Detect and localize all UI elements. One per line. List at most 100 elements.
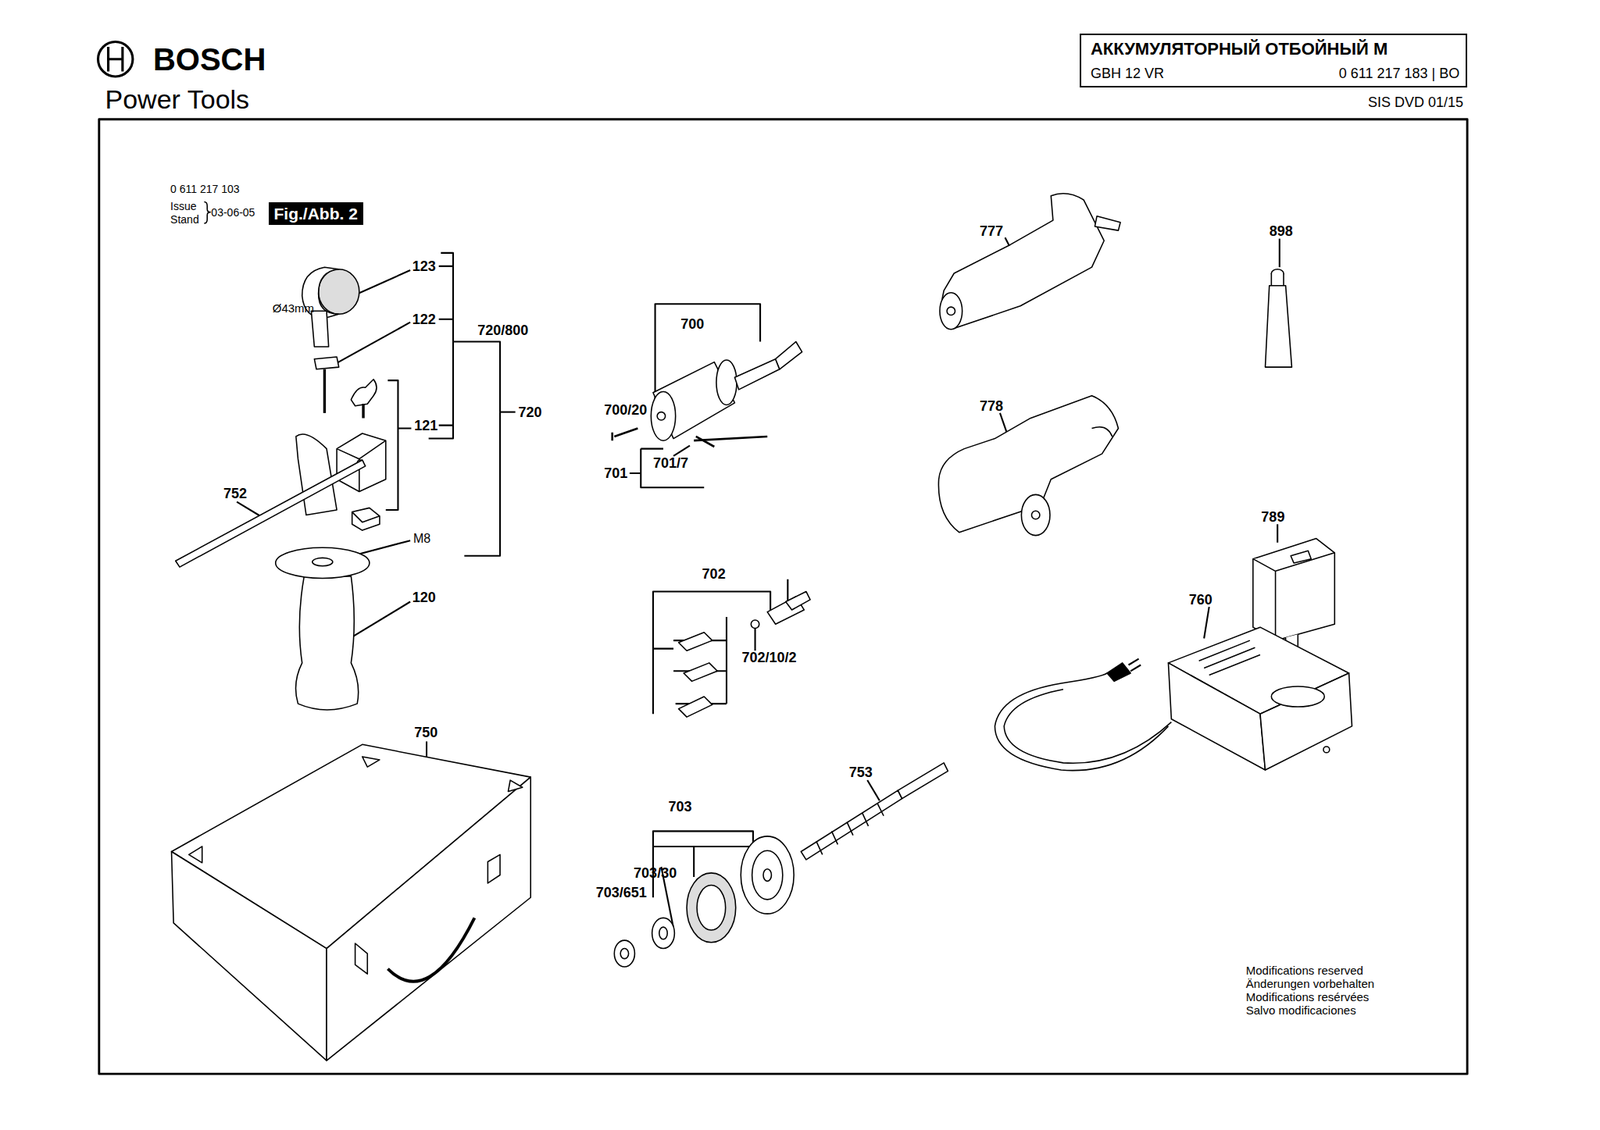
rings-703-part [614,940,635,968]
chuck-700-part [612,428,639,442]
note-text: Änderungen vorbehalten [1246,978,1375,990]
brackets-leaders-part [1276,524,1279,543]
callout-number: 701 [603,466,628,481]
screw-122-part [314,357,339,370]
bits-702-part [750,620,759,629]
grease-tube-898 [1265,269,1293,368]
callout-number: 700 [680,317,704,332]
rings-703-part [763,869,772,883]
callout-number: 789 [1260,510,1285,525]
angle-head-777-part [1094,216,1121,231]
brackets-leaders-part [1203,607,1210,639]
callout-number: 703/30 [633,866,677,881]
handle-120-part [312,557,333,566]
handle-120 [275,547,370,711]
callout-number: 700/20 [603,403,647,418]
mains-cable [994,659,1172,772]
chuck-700-part [650,391,675,441]
brackets-leaders-part [385,380,412,511]
mains-cable-part [1003,689,1172,764]
bosch-logo-part [98,42,133,77]
charger-760-part [1199,640,1261,675]
screw-122-part [361,403,365,418]
rings-703-part [620,949,629,960]
angle-head-777-part [946,307,955,315]
holder-121-part [352,507,380,531]
figure-text: Fig./Abb. 2 [274,204,358,223]
callout-number: 760 [1189,592,1213,608]
charger-760-part [1260,673,1353,771]
rings-703-part [652,917,675,949]
callout-number: 123 [412,259,436,274]
charger-760 [1167,627,1352,771]
stand-label: Stand [170,214,200,225]
brackets-leaders-part [673,446,690,457]
brackets-leaders-part [353,270,411,297]
bits-702-part [678,632,713,652]
rings-703-part [686,873,736,943]
rings-703-part [659,927,668,940]
callout-number: 703 [668,800,693,815]
angle-head-777-part [941,193,1104,329]
angle-head-778-part [1021,494,1050,536]
handle-120-part [275,547,370,579]
drill-bit-753-part [800,790,902,861]
angle-head-778-part [1031,510,1040,519]
callout-number: 753 [849,765,873,780]
chuck-700-part [734,359,779,390]
title-text: АККУМУЛЯТОРНЫЙ ОТБОЙНЫЙ М [1090,40,1388,58]
mains-cable-part [994,673,1168,772]
rings-703-part [696,885,726,931]
callout-number: 778 [979,399,1004,414]
frame [99,119,1468,1075]
brand-subtitle: Power Tools [105,85,250,113]
brackets-leaders-part [428,253,454,440]
callout-number: 898 [1269,224,1293,239]
bits-702 [678,591,811,718]
chuck-700-part [716,360,737,405]
battery-789-part [1253,539,1335,642]
brackets-leaders-part [453,341,500,556]
callout-number: 122 [412,312,436,327]
callout-number: 752 [223,486,247,501]
callout-number: 720/800 [477,323,529,338]
brackets-leaders-part [439,266,454,426]
brackets-leaders-part [336,322,411,364]
battery-789-part [1253,553,1335,641]
issue-date: 03-06-05 [210,207,255,218]
bits-702-part [678,696,713,718]
chuck-700-part [775,341,803,369]
mains-cable-part [1107,663,1131,683]
grease-tube-898-part [1271,273,1284,286]
note-text: Salvo modificaciones [1246,1004,1357,1017]
drill-bit-753-part [816,803,884,855]
drawing-number: 0 611 217 103 [170,183,240,195]
drill-bit-753-part [897,763,948,800]
grease-tube-898-part [1265,285,1293,368]
angle-head-777-part [939,292,963,330]
callout-number: 750 [414,725,438,740]
part-number: 0 611 217 183 | BO [1339,66,1460,81]
case-750-part [189,757,523,864]
charger-760-part [1323,746,1330,754]
rings-703-part [752,850,783,900]
brackets-leaders-part [353,602,411,637]
document-code: SIS DVD 01/15 [1367,95,1464,110]
note-text: Modifications resérvées [1246,991,1370,1004]
chuck-700-part [657,412,665,421]
note-text: Modifications reserved [1246,964,1364,977]
figure-tag: Fig./Abb. 2 [268,202,364,225]
brackets-leaders-part [1278,239,1281,268]
callout-number: 777 [979,224,1004,239]
brackets-leaders-part [629,449,704,489]
chuck-700 [612,341,803,447]
callout-number: 701/7 [653,456,689,471]
screw-122 [314,357,377,418]
issue-brace [203,202,211,224]
clamp-123-part [310,310,329,347]
chuck-700-part [693,436,768,447]
callout-number: 702/10/2 [742,650,797,665]
case-750-part [171,851,328,1061]
mains-cable-part [1128,659,1142,672]
